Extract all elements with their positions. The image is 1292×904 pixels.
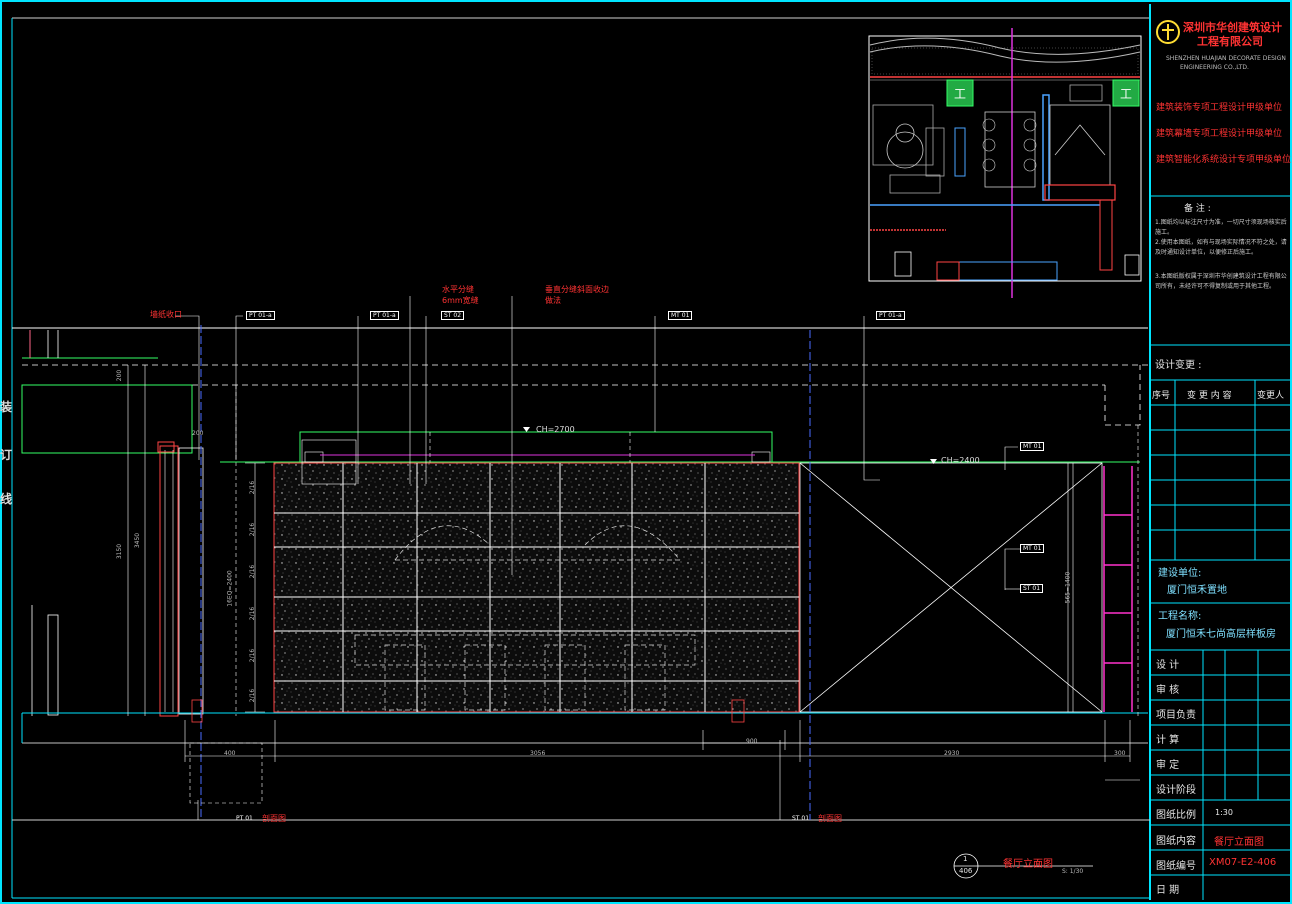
- ceiling-height-left: CH=2700: [536, 425, 575, 434]
- project-label: 工程名称:: [1158, 611, 1202, 622]
- company-name-en-line2: ENGINEERING CO.,LTD.: [1180, 64, 1249, 71]
- callout-vertical-joint-2: 做法: [545, 296, 561, 305]
- svg-text:工: 工: [954, 87, 966, 101]
- scale-label: 图纸比例: [1156, 810, 1196, 821]
- tag-pt-1: PT 01-a: [246, 311, 275, 320]
- section-label-left: 剖面图: [262, 814, 286, 823]
- dim-stone-4: 2/16: [249, 606, 257, 621]
- title-block-grid: [1150, 195, 1290, 900]
- dim-bottom-4: 300: [1114, 750, 1126, 757]
- dim-bottom-1: 400: [224, 750, 236, 757]
- stone-wall-panel: [273, 462, 800, 713]
- role-approve: 审 定: [1156, 760, 1180, 771]
- tag-pt-2: PT 01-a: [370, 311, 399, 320]
- number-label: 图纸编号: [1156, 861, 1196, 872]
- binding-label-3: 线: [0, 492, 13, 506]
- notes-item-1: 1.图纸均以标注尺寸为准，一切尺寸须现场核实后施工。: [1155, 219, 1287, 236]
- drawing-title-scale: S: 1/30: [1062, 868, 1084, 875]
- drawing-title-number: 1: [963, 855, 968, 863]
- role-stage: 设计阶段: [1156, 785, 1196, 796]
- ceiling-height-right: CH=2400: [941, 456, 980, 465]
- binding-label-1: 装: [0, 400, 13, 414]
- dim-stone-6: 2/16: [249, 688, 257, 703]
- dim-bottom-5: 900: [746, 738, 758, 745]
- callout-horizontal-joint-2: 6mm宽缝: [442, 296, 479, 305]
- company-logo: [1156, 20, 1180, 44]
- dim-stone-2: 2/16: [249, 522, 257, 537]
- dim-right-total: 565=1400: [1064, 571, 1072, 604]
- client-label: 建设单位:: [1158, 568, 1202, 579]
- qualification-2: 建筑幕墙专项工程设计甲级单位: [1156, 129, 1283, 139]
- dim-stone-5: 2/16: [249, 648, 257, 663]
- project-value: 厦门恒禾七尚高层样板房: [1166, 629, 1276, 640]
- tag-pt-3: PT 01-a: [876, 311, 905, 320]
- dim-left-4: 200: [192, 430, 204, 437]
- company-name-line2: 工程有限公司: [1197, 35, 1263, 48]
- svg-text:工: 工: [1120, 87, 1132, 101]
- dim-stone-total: 16EQ=2400: [226, 570, 234, 607]
- tag-st-1: ST 02: [441, 311, 465, 320]
- content-value: 餐厅立面图: [1214, 837, 1264, 848]
- callout-wallpaper-edge: 墙纸收口: [150, 310, 182, 319]
- design-change-title: 设计变更 :: [1155, 360, 1202, 371]
- section-tag-left: PT 01: [236, 815, 253, 822]
- dim-stone-3: 2/16: [249, 564, 257, 579]
- design-change-col-no: 序号: [1152, 391, 1171, 401]
- dim-stone-1: 2/16: [249, 480, 257, 495]
- callout-vertical-joint-1: 垂直分缝斜面收边: [545, 285, 609, 294]
- qualification-3: 建筑智能化系统设计专项甲级单位: [1156, 155, 1292, 165]
- role-calc: 计 算: [1156, 735, 1180, 746]
- key-plan: 工 工: [868, 28, 1142, 298]
- role-review: 审 核: [1156, 685, 1180, 696]
- tag-mt-1: MT 01: [668, 311, 693, 320]
- drawing-title-symbol: [953, 853, 1093, 879]
- dim-left-3: 3450: [134, 532, 142, 549]
- client-value: 厦门恒禾置地: [1167, 585, 1227, 596]
- role-project-lead: 项目负责: [1156, 710, 1196, 721]
- tag-st-2: ST 01: [1020, 584, 1044, 593]
- qualification-1: 建筑装饰专项工程设计甲级单位: [1156, 103, 1283, 113]
- callout-horizontal-joint-1: 水平分缝: [442, 285, 474, 294]
- notes-item-2: 2.使用本图纸，如有与现场实际情况不符之处，请及时通知设计单位，以便修正后施工。: [1155, 239, 1287, 256]
- section-tag-right: ST 01: [792, 815, 810, 822]
- notes-title: 备 注 :: [1184, 204, 1211, 214]
- dim-bottom-3: 2930: [944, 750, 960, 757]
- design-change-col-content: 变 更 内 容: [1187, 391, 1232, 401]
- binding-label-2: 订: [0, 448, 13, 462]
- section-label-right: 剖面图: [818, 814, 842, 823]
- tag-mt-3: MT 01: [1020, 544, 1045, 553]
- date-label: 日 期: [1156, 885, 1180, 896]
- scale-value: 1:30: [1215, 808, 1233, 817]
- dim-left-2: 3150: [116, 543, 124, 560]
- design-change-col-person: 变更人: [1257, 391, 1285, 401]
- drawing-title-sheet: 406: [959, 867, 973, 875]
- dim-left-1: 200: [116, 369, 124, 382]
- content-label: 图纸内容: [1156, 836, 1196, 847]
- company-name-en-line1: SHENZHEN HUAJIAN DECORATE DESIGN: [1166, 55, 1286, 62]
- tag-mt-2: MT 01: [1020, 442, 1045, 451]
- elevation-drawing: [12, 296, 1148, 820]
- company-name-line1: 深圳市华创建筑设计: [1183, 21, 1282, 34]
- dim-bottom-2: 3056: [530, 750, 546, 757]
- role-design: 设 计: [1156, 660, 1180, 671]
- notes-item-3: 3.本图纸版权属于深圳市华创建筑设计工程有限公司所有，未经许可不得复制或用于其他…: [1155, 273, 1287, 290]
- number-value: XM07-E2-406: [1209, 857, 1277, 868]
- drawing-title-name: 餐厅立面图: [1003, 859, 1053, 870]
